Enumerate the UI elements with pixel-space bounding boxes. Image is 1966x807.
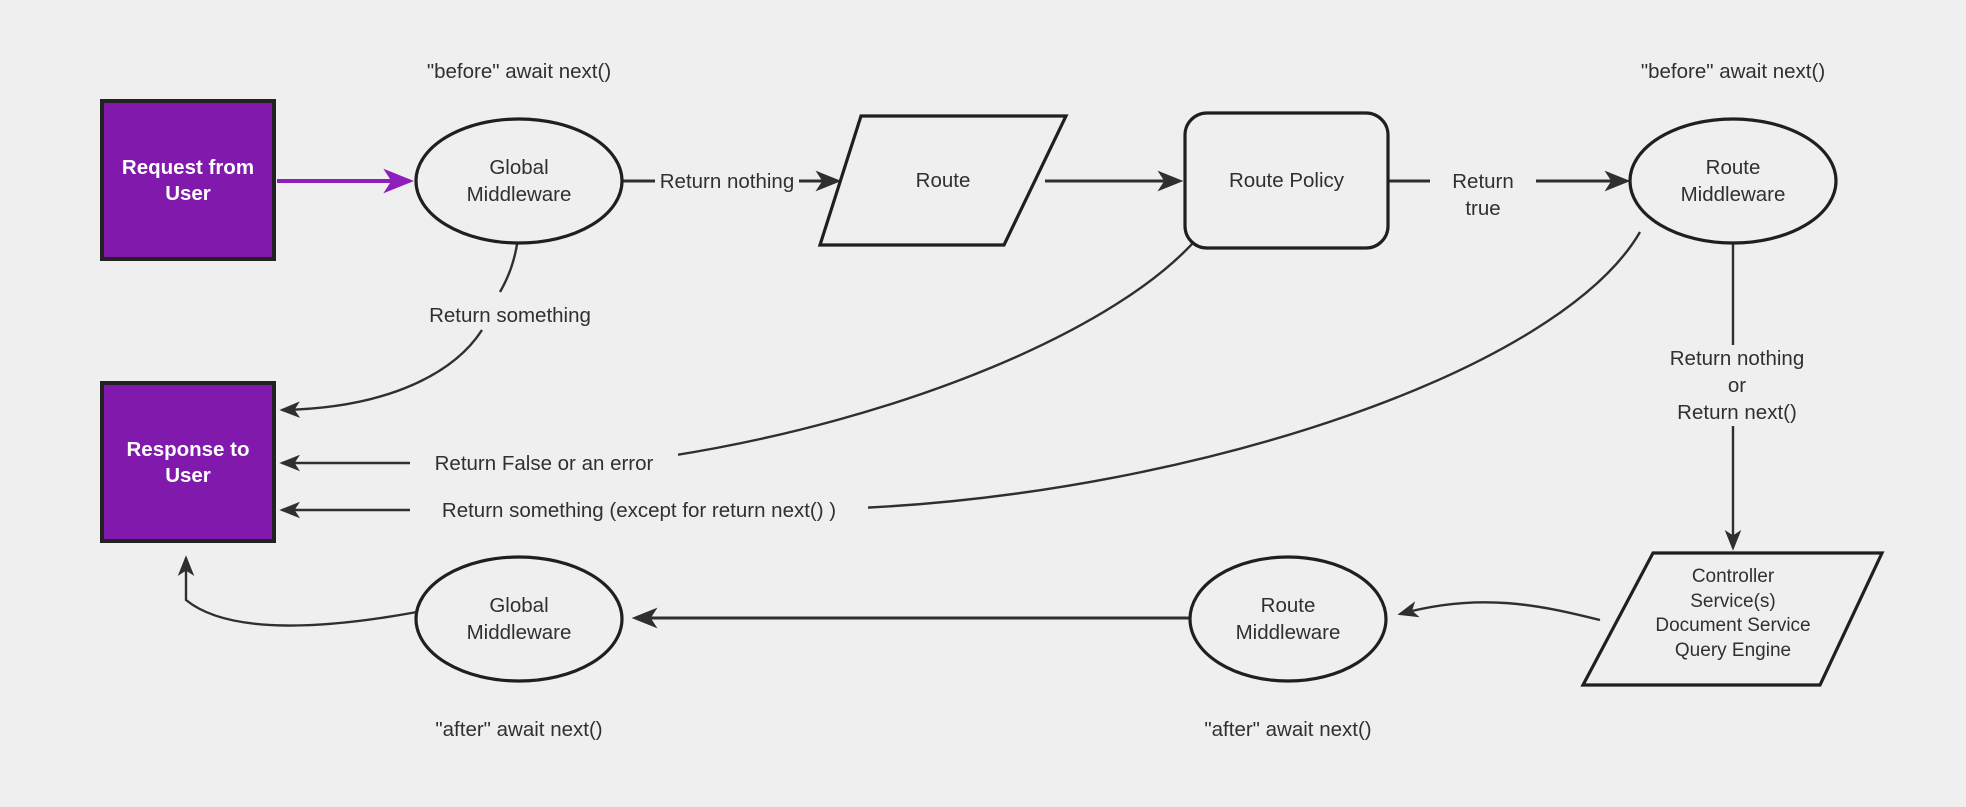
edge-label-return-nothing-or-next: Return nothing or Return next()	[1633, 345, 1841, 426]
annotation-after-await-next-route: "after" await next()	[1204, 718, 1372, 741]
node-route-middleware-before[interactable]	[1628, 117, 1838, 245]
edge-controller-to-route-middleware-after	[1397, 601, 1601, 622]
edge-global-middleware-after-to-response	[177, 555, 418, 627]
edge-label-return-something: Return something	[413, 302, 607, 329]
node-route-policy[interactable]	[1183, 111, 1390, 250]
node-route[interactable]	[817, 114, 1069, 247]
node-global-middleware-before[interactable]	[414, 117, 624, 245]
edge-route-policy-to-response	[279, 234, 1201, 472]
node-route-middleware-after[interactable]	[1188, 555, 1388, 683]
node-response-to-user[interactable]	[100, 381, 276, 543]
edge-label-return-true: Return true	[1430, 168, 1536, 222]
edge-route-middleware-to-response	[279, 231, 1642, 519]
edge-label-return-false-or-error: Return False or an error	[410, 450, 678, 477]
annotation-after-await-next-global: "after" await next()	[435, 718, 603, 741]
annotation-before-await-next-global: "before" await next()	[426, 60, 612, 83]
node-controller[interactable]	[1580, 551, 1885, 687]
edge-label-return-nothing: Return nothing	[655, 168, 799, 195]
edge-label-return-something-except-next: Return something (except for return next…	[410, 497, 868, 524]
node-global-middleware-after[interactable]	[414, 555, 624, 683]
node-request-from-user[interactable]	[100, 99, 276, 261]
annotation-before-await-next-route: "before" await next()	[1640, 60, 1826, 83]
